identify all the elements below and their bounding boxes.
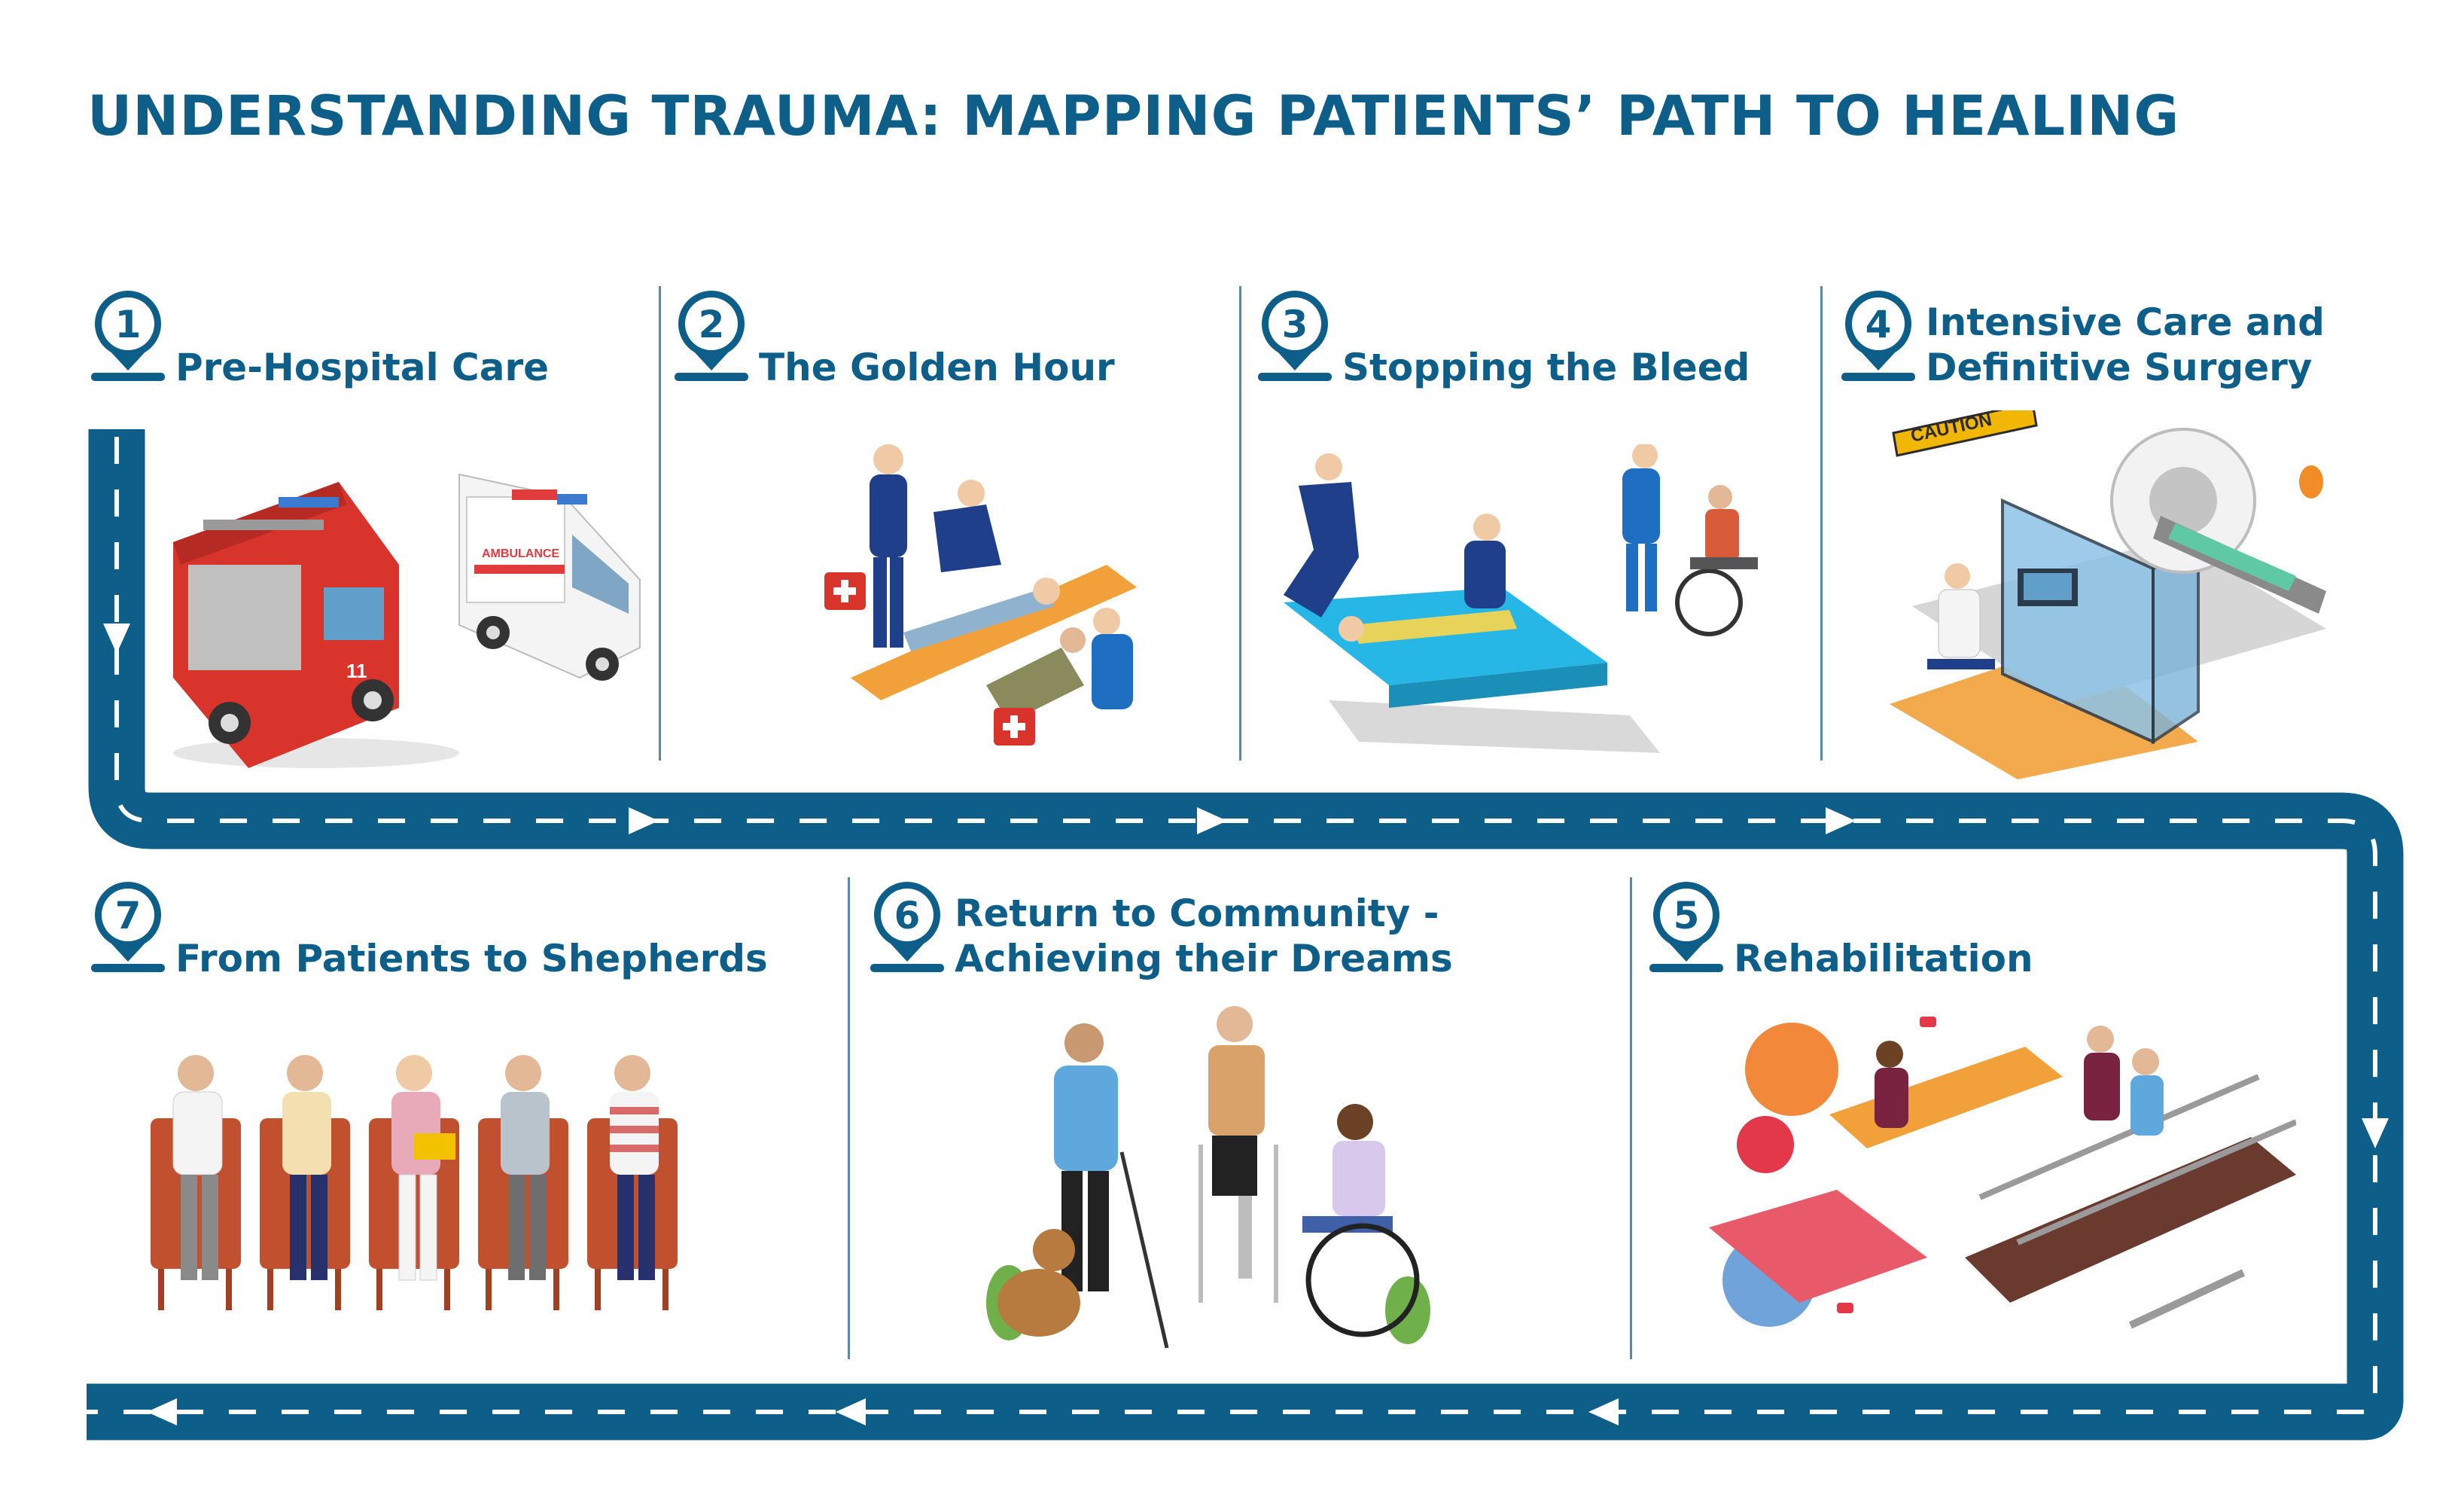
arrow-left-icon bbox=[147, 1398, 177, 1425]
stage-2: 2 The Golden Hour bbox=[670, 286, 1235, 783]
divider bbox=[848, 877, 850, 1359]
stage-label: Stopping the Bleed bbox=[1342, 346, 1750, 389]
stage-label: Intensive Care and Definitive Surgery bbox=[1926, 300, 2325, 389]
stage-number: 5 bbox=[1673, 894, 1700, 938]
stage-6: 6 Return to Community - Achieving their … bbox=[866, 877, 1619, 1359]
stage-4: 4 Intensive Care and Definitive Surgery … bbox=[1837, 286, 2439, 783]
divider bbox=[1820, 286, 1823, 761]
arrow-left-icon bbox=[1588, 1398, 1619, 1425]
arrow-left-icon bbox=[836, 1398, 866, 1425]
truck-number: 11 bbox=[346, 660, 367, 682]
arrow-down-icon bbox=[2362, 1118, 2389, 1148]
location-pin-icon bbox=[1841, 291, 1915, 381]
stage-5: 5 Rehabilitation bbox=[1645, 877, 2322, 1359]
location-pin-icon bbox=[675, 291, 748, 381]
divider bbox=[1239, 286, 1241, 761]
stage-number: 2 bbox=[698, 303, 725, 346]
arrow-right-icon bbox=[1197, 807, 1227, 834]
stage-label: Return to Community - Achieving their Dr… bbox=[955, 892, 1453, 980]
location-pin-icon bbox=[91, 882, 165, 972]
nurses-with-gurney-and-wheelchair-illustration bbox=[1284, 444, 1758, 753]
divider bbox=[1630, 877, 1632, 1359]
location-pin-icon bbox=[1258, 291, 1332, 381]
arrow-down-icon bbox=[103, 623, 130, 654]
stage-number: 6 bbox=[894, 894, 921, 938]
arrow-right-icon bbox=[1826, 807, 1856, 834]
paramedics-treating-patients-illustration bbox=[824, 444, 1137, 745]
stage-number: 1 bbox=[114, 303, 142, 346]
page-title: UNDERSTANDING TRAUMA: MAPPING PATIENTS’ … bbox=[87, 84, 2180, 148]
location-pin-icon bbox=[870, 882, 944, 972]
stage-1: 1 Pre-Hospital Care 11 AMBULANCE bbox=[87, 286, 659, 783]
arrow-right-icon bbox=[629, 807, 659, 834]
stage-number: 4 bbox=[1865, 303, 1892, 346]
people-with-disabilities-illustration bbox=[986, 1006, 1430, 1349]
stage-label: Rehabilitation bbox=[1734, 937, 2033, 980]
ambulance-text: AMBULANCE bbox=[482, 547, 559, 560]
stage-3: 3 Stopping the Bleed bbox=[1253, 286, 1818, 783]
location-pin-icon bbox=[91, 291, 165, 381]
stage-label: From Patients to Shepherds bbox=[175, 937, 768, 980]
stage-label: The Golden Hour bbox=[759, 346, 1115, 389]
location-pin-icon bbox=[1649, 882, 1723, 972]
support-group-circle-illustration bbox=[151, 1055, 678, 1310]
stage-7: 7 From Patients to Shepherds bbox=[87, 877, 839, 1359]
divider bbox=[659, 286, 661, 761]
mri-scanner-room-illustration: CAUTION bbox=[1890, 410, 2326, 779]
stage-number: 7 bbox=[114, 894, 142, 938]
physical-therapy-gym-illustration bbox=[1709, 1017, 2296, 1329]
stage-label: Pre-Hospital Care bbox=[175, 346, 550, 389]
stage-number: 3 bbox=[1281, 303, 1308, 346]
fire-truck-and-ambulance-illustration: 11 AMBULANCE bbox=[173, 473, 641, 768]
